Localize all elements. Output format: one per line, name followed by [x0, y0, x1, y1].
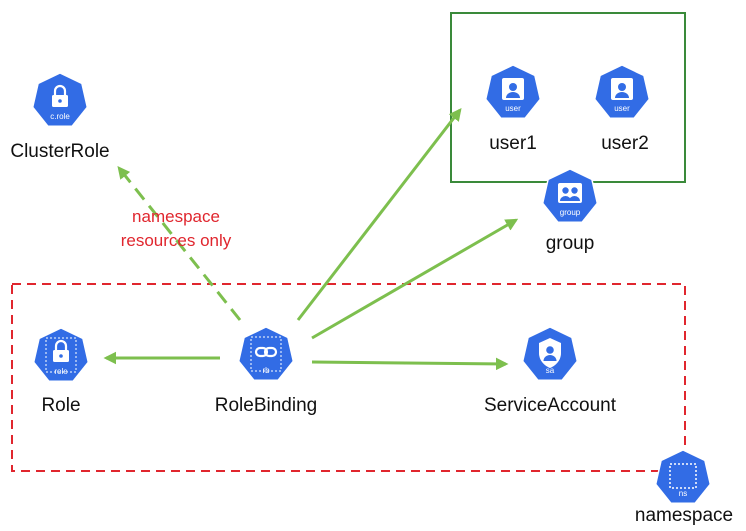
group-badge: group — [560, 208, 581, 217]
serviceaccount-label: ServiceAccount — [483, 395, 617, 416]
rolebinding-label: RoleBinding — [214, 395, 318, 416]
namespace-boundary — [11, 283, 686, 472]
person-shield-icon — [539, 338, 561, 368]
note-line-2: resources only — [120, 231, 232, 250]
clusterrole-node: c.role — [31, 72, 89, 127]
namespace-label: namespace — [634, 505, 734, 526]
namespace-badge: ns — [679, 489, 687, 498]
arrow-rb-to-clusterrole — [117, 166, 242, 321]
namespace-resources-note: namespace resources only — [121, 205, 232, 253]
user2-label: user2 — [601, 133, 649, 154]
heptagon-shape — [654, 449, 712, 504]
user1-node: user — [484, 64, 542, 119]
clusterrole-badge: c.role — [50, 112, 70, 121]
link-icon — [254, 346, 278, 358]
clusterrole-label: ClusterRole — [10, 141, 110, 162]
user2-badge: user — [614, 104, 630, 113]
note-line-1: namespace — [132, 207, 220, 226]
square-icon — [669, 463, 697, 489]
arrow-rb-to-serviceaccount — [311, 357, 509, 371]
lock-icon — [52, 84, 68, 107]
namespace-node: ns — [654, 449, 712, 504]
user1-label: user1 — [489, 133, 537, 154]
role-node: role — [32, 327, 90, 382]
rolebinding-node: rb — [237, 326, 295, 381]
role-badge: role — [54, 367, 68, 376]
serviceaccount-node: sa — [521, 326, 579, 381]
user1-badge: user — [505, 104, 521, 113]
serviceaccount-badge: sa — [546, 366, 555, 375]
group-icon — [558, 183, 582, 203]
user2-node: user — [593, 64, 651, 119]
user-icon — [502, 78, 524, 100]
arrow-rb-to-user1 — [296, 108, 462, 321]
arrow-rb-to-group — [311, 218, 519, 340]
rolebinding-badge: rb — [262, 366, 270, 375]
lock-icon — [53, 339, 69, 362]
group-label: group — [545, 233, 595, 254]
group-node: group — [541, 168, 599, 223]
role-label: Role — [41, 395, 81, 416]
user-icon — [611, 78, 633, 100]
